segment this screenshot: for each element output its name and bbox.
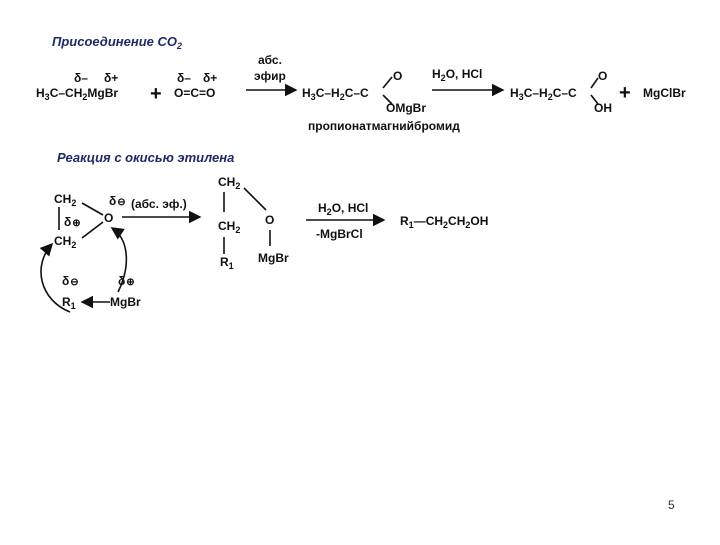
curved-arrow-mg-to-o — [110, 227, 128, 293]
epoxide-delta-minus: δ⊖ — [109, 194, 126, 208]
curved-arrow-r1-to-c — [39, 242, 71, 313]
bond-c-o-double — [382, 76, 393, 89]
condition-ether: эфир — [254, 69, 286, 83]
ethylene-oxide: CH2 δ⊕ CH2 O δ⊖ — [54, 192, 126, 250]
plus-sign-1: + — [150, 83, 162, 105]
intermediate-omgbr: OMgBr — [386, 101, 426, 115]
section1-title: Присоединение CO2 — [52, 34, 182, 51]
co2-formula: O=C=O — [174, 86, 215, 100]
epoxide-ch2-top: CH2 — [54, 192, 76, 208]
product-propionic-acid: H3C–H2C–C O OH — [510, 69, 612, 115]
mgbr-group: MgBr — [110, 295, 141, 309]
bond-c-omgbr — [382, 94, 393, 105]
carbon-dioxide: δ– δ+ O=C=O — [174, 71, 217, 100]
product-formula: H3C–H2C–C — [510, 86, 577, 102]
grignard-reagent: δ⊖ R1 δ⊕ MgBr — [39, 227, 141, 313]
plus-sign-2: + — [619, 82, 631, 104]
epoxide-delta-plus: δ⊕ — [64, 215, 81, 229]
delta-minus-label: δ– — [74, 71, 88, 85]
product-oxygen: O — [598, 69, 607, 83]
open-mgbr: MgBr — [258, 251, 289, 265]
condition-4: -MgBrCl — [316, 227, 363, 241]
reagent-formula: H3C–CH2MgBr — [36, 86, 118, 102]
co2-delta-plus: δ+ — [203, 71, 217, 85]
open-r1: R1 — [220, 255, 234, 271]
open-ch2-bottom: CH2 — [218, 219, 240, 235]
reagent-ethylmagnesium-bromide: δ– δ+ H3C–CH2MgBr — [36, 71, 118, 102]
r1-delta-minus: δ⊖ — [62, 274, 79, 288]
epoxide-co-bond-bottom — [81, 221, 104, 239]
byproduct-mgclbr: MgClBr — [643, 86, 686, 100]
open-bond-2 — [243, 187, 267, 211]
open-oxygen: O — [265, 213, 274, 227]
epoxide-co-bond-top — [81, 202, 104, 216]
intermediate-name: пропионатмагнийбромид — [308, 119, 460, 133]
final-product: R1—CH2CH2OH — [400, 214, 488, 230]
opened-intermediate: CH2 CH2 O R1 MgBr — [218, 175, 289, 271]
open-ch2-top: CH2 — [218, 175, 240, 191]
condition-abs: абс. — [258, 53, 282, 67]
co2-delta-minus: δ– — [177, 71, 191, 85]
intermediate-propionate: H3C–H2C–C O OMgBr пропионатмагнийбромид — [302, 69, 460, 133]
epoxide-ch2-bottom: CH2 — [54, 234, 76, 250]
product-bond-co — [590, 77, 599, 89]
intermediate-oxygen: O — [393, 69, 402, 83]
product-oh: OH — [594, 101, 612, 115]
condition-3: H2O, HCl — [318, 201, 368, 217]
condition-2: H2O, HCl — [432, 67, 482, 83]
section2-title: Реакция с окисью этилена — [57, 150, 234, 165]
page-number: 5 — [668, 498, 675, 512]
condition-abs-ether: (абс. эф.) — [131, 197, 187, 211]
delta-plus-label: δ+ — [104, 71, 118, 85]
r1-group: R1 — [62, 295, 76, 311]
mg-delta-plus: δ⊕ — [118, 274, 135, 288]
intermediate-formula: H3C–H2C–C — [302, 86, 369, 102]
epoxide-oxygen: O — [104, 211, 113, 225]
product-bond-coh — [590, 94, 599, 105]
